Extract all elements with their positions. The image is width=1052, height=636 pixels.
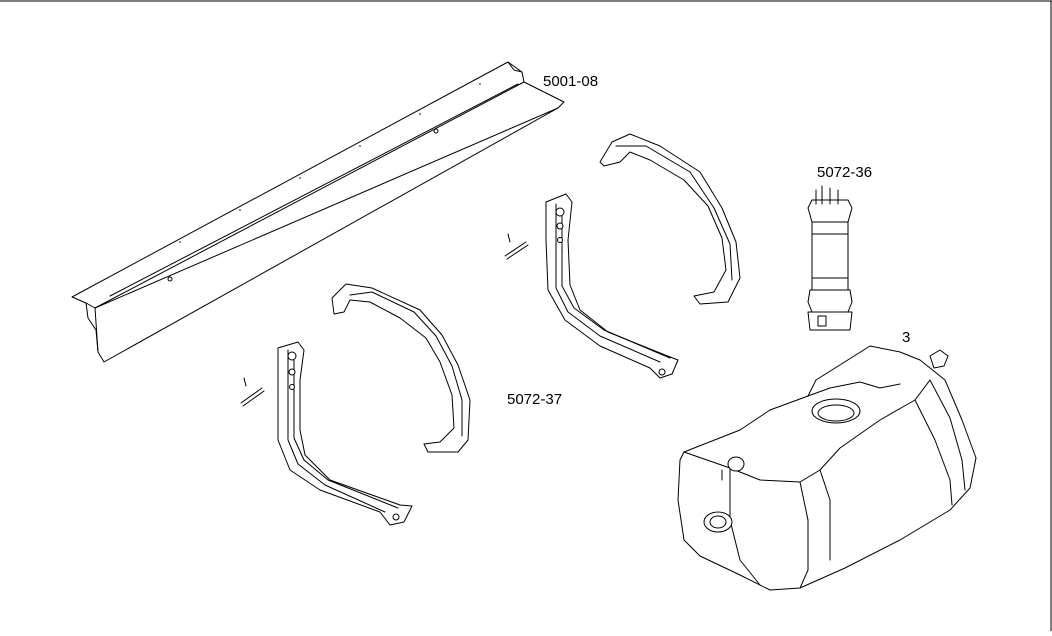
left-strap-part — [331, 283, 471, 453]
label-5001-08: 5001-08 — [543, 73, 599, 90]
left-bracket-part — [240, 341, 413, 526]
right-strap-part — [599, 133, 741, 305]
label-5072-36: 5072-36 — [817, 164, 873, 181]
middle-bracket-part — [504, 193, 679, 379]
fuel-sender-part — [807, 185, 853, 331]
angle-beam-part — [71, 61, 565, 363]
fuel-tank-part — [677, 345, 977, 591]
label-3: 3 — [902, 329, 911, 346]
label-5072-37: 5072-37 — [507, 391, 563, 408]
